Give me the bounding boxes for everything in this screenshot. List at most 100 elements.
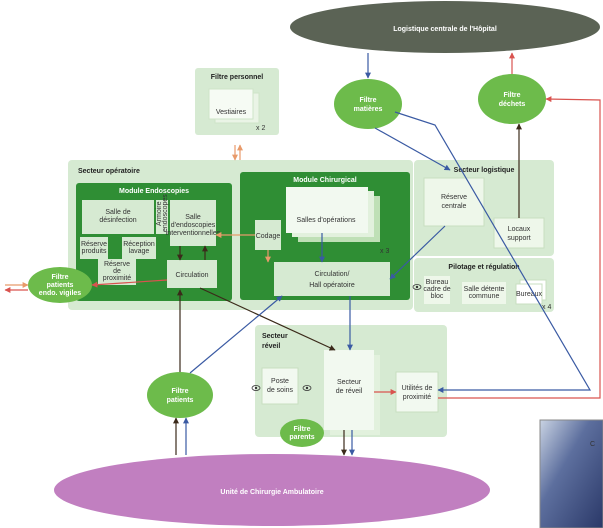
salle-endo-l3: interventionnelles [166,230,221,237]
reserve-centrale-l1: Réserve [441,194,467,201]
uca-ellipse [54,454,490,526]
salle-detente-box [462,282,506,304]
filtre-matieres-ellipse [334,79,402,129]
reserve-produits-l2: produits [82,248,107,255]
filtre-patients-ellipse [147,372,213,418]
logistique-centrale-ellipse [290,1,600,53]
filtre-patients-l1: Filtre [171,388,188,395]
locaux-support-l2: support [507,235,530,242]
secteur-reveil-inner-l2: de réveil [336,388,363,395]
flow-arrows [4,52,601,456]
salle-detente-l1: Salle détente [464,286,505,293]
hall-l2: Hall opératoire [309,282,355,289]
reserve-produits-l1: Réserve [81,241,107,248]
filtre-endo-l3: endo. vigiles [39,290,82,297]
salle-endo-l1: Salle [185,214,201,221]
armoire-l2: endoscopes [162,194,169,232]
poste-soins-box [261,367,299,405]
locaux-support-box [493,217,545,249]
arrow-matieres-to-reserve [374,127,451,171]
utilites-l1: Utilités de [402,385,433,392]
corner-slide-text: C [590,441,595,448]
utilites-box [395,371,439,413]
module-endoscopies-title: Module Endoscopies [119,188,189,195]
circulation-endo-box [167,260,217,288]
bureau-cadre-l3: bloc [431,293,444,300]
filtre-dechets-l2: déchets [499,101,526,108]
salle-endoscopies-box [170,200,216,246]
reserve-prox-l3: proximité [103,275,132,282]
secteur-reveil-inner [324,350,374,430]
secteur-operatoire-title: Secteur opératoire [78,168,140,175]
filtre-endo-l2: patients [47,282,74,289]
filtre-dechets-l1: Filtre [503,92,520,99]
secteur-reveil-l2: réveil [262,343,280,350]
reserve-centrale-l2: centrale [442,203,467,210]
reception-l1: Réception [123,241,155,248]
arrow-circulation-to-endo [91,279,168,288]
reserve-prox-l2: de [113,268,121,275]
eye-icon [251,385,261,391]
salle-endo-l2: d'endoscopies [171,222,216,229]
locaux-support-l1: Locaux [508,226,531,233]
arrow-matieres-to-utilites [394,111,592,393]
salles-label: Salles d'opérations [297,217,356,224]
armoire-box [156,200,168,234]
hall-l1: Circulation/ [314,271,349,278]
arrow-circulation-to-reveil [199,287,336,351]
filtre-endo-ellipse [28,267,92,303]
uca-label: Unité de Chirurgie Ambulatoire [220,489,323,496]
salle-detente-l2: commune [469,293,500,300]
vestiaires-label: Vestiaires [216,109,247,116]
salle-desinfection-l1: Salle de [105,209,130,216]
filtre-patients-l2: patients [167,397,194,404]
bureaux-box [515,283,543,305]
vestiaires-mult: x 2 [256,125,265,132]
filtre-parents-l1: Filtre [293,426,310,433]
bureau-cadre-l1: Bureau [426,279,449,286]
salle-desinfection-box [82,200,154,234]
utilites-l2: proximité [403,394,432,401]
arrow-patients-to-hall [189,295,283,374]
filtre-personnel-title: Filtre personnel [211,74,264,81]
reception-l2: lavage [129,248,150,255]
module-chirurgical-title: Module Chirurgical [293,177,356,184]
bureaux-mult: x 4 [542,304,551,311]
filtre-dechets-ellipse [478,74,546,124]
eye-icon [412,284,422,290]
logistique-centrale-label: Logistique centrale de l'Hôpital [393,26,497,33]
secteur-logistique-title: Secteur logistique [454,167,515,174]
reserve-prox-l1: Réserve [104,261,130,268]
pilotage-title: Pilotage et régulation [448,264,519,271]
circulation-endo-label: Circulation [175,272,208,279]
salles-mult: x 3 [380,248,389,255]
salles-box [286,187,368,233]
armoire-l1: Armoire [156,201,163,226]
corner-slide [539,419,603,528]
bureau-cadre-l2: cadre de [423,286,450,293]
arrow-utilites-to-dechets [438,96,601,399]
vestiaires-box [208,88,254,120]
arrow-reserve-to-hall [389,225,446,280]
secteur-reveil-inner-l1: Secteur [337,379,362,386]
filtre-parents-ellipse [280,419,324,447]
filtre-matieres-l2: matières [354,106,383,113]
poste-soins-l2: de soins [267,387,294,394]
reserve-centrale-box [423,177,485,227]
bureau-cadre-box [424,276,450,304]
hall-operatoire-box [274,262,390,296]
bureaux-label: Bureaux [516,291,543,298]
reserve-proximite-box [98,259,136,285]
salle-desinfection-l2: désinfection [99,217,136,224]
filtre-endo-l1: Filtre [51,274,68,281]
reserve-produits-box [80,237,108,259]
secteur-reveil-l1: Secteur [262,333,288,340]
filtre-parents-l2: parents [289,434,314,441]
poste-soins-l1: Poste [271,378,289,385]
codage-label: Codage [256,233,281,240]
filtre-matieres-l1: Filtre [359,97,376,104]
reception-lavage-box [122,237,156,259]
codage-box [255,220,281,250]
eye-icon [302,385,312,391]
